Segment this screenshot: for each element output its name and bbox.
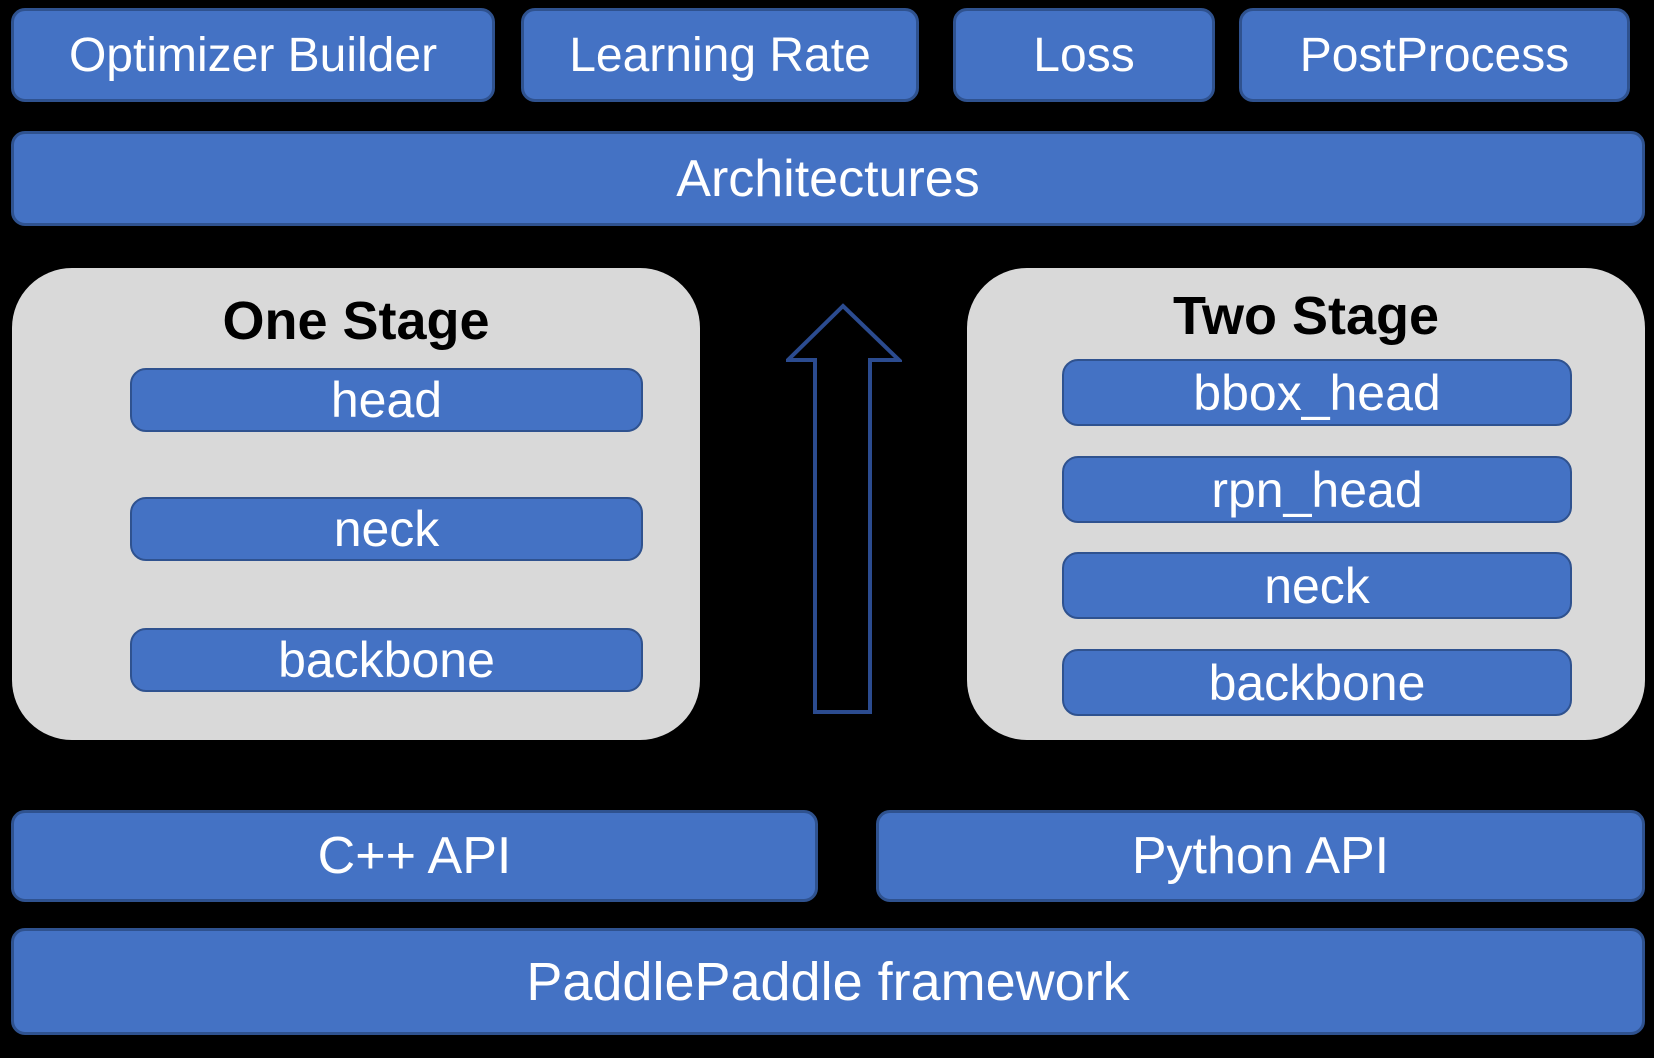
one-stage-head-bar: head [130,368,643,432]
one-stage-neck-label: neck [333,501,440,557]
up-arrow-icon [786,303,902,714]
two-stage-bbox-head-bar: bbox_head [1062,359,1572,426]
cpp-api-label: C++ API [317,827,512,885]
postprocess-box: PostProcess [1239,8,1630,102]
postprocess-label: PostProcess [1299,28,1570,82]
two-stage-rpn-head-bar: rpn_head [1062,456,1572,523]
two-stage-neck-bar: neck [1062,552,1572,619]
one-stage-head-label: head [330,372,443,428]
python-api-label: Python API [1131,827,1390,885]
optimizer-builder-box: Optimizer Builder [11,8,495,102]
two-stage-backbone-bar: backbone [1062,649,1572,716]
learning-rate-label: Learning Rate [569,28,871,82]
two-stage-bbox-head-label: bbox_head [1193,364,1441,421]
optimizer-builder-label: Optimizer Builder [68,28,438,82]
paddlepaddle-framework-label: PaddlePaddle framework [526,951,1130,1012]
two-stage-title: Two Stage [1172,286,1440,346]
architectures-label: Architectures [676,149,980,208]
learning-rate-box: Learning Rate [521,8,919,102]
two-stage-neck-label: neck [1264,557,1370,614]
loss-label: Loss [1033,28,1135,82]
architectures-bar: Architectures [11,131,1645,226]
two-stage-rpn-head-label: rpn_head [1211,461,1423,518]
one-stage-panel: One Stage head neck backbone [12,268,700,740]
python-api-bar: Python API [876,810,1645,902]
one-stage-backbone-label: backbone [278,632,495,688]
two-stage-backbone-label: backbone [1208,654,1426,711]
one-stage-backbone-bar: backbone [130,628,643,692]
paddlepaddle-framework-bar: PaddlePaddle framework [11,928,1645,1035]
two-stage-panel: Two Stage bbox_head rpn_head neck backbo… [967,268,1645,740]
one-stage-title: One Stage [222,291,490,351]
cpp-api-bar: C++ API [11,810,818,902]
one-stage-neck-bar: neck [130,497,643,561]
loss-box: Loss [953,8,1215,102]
